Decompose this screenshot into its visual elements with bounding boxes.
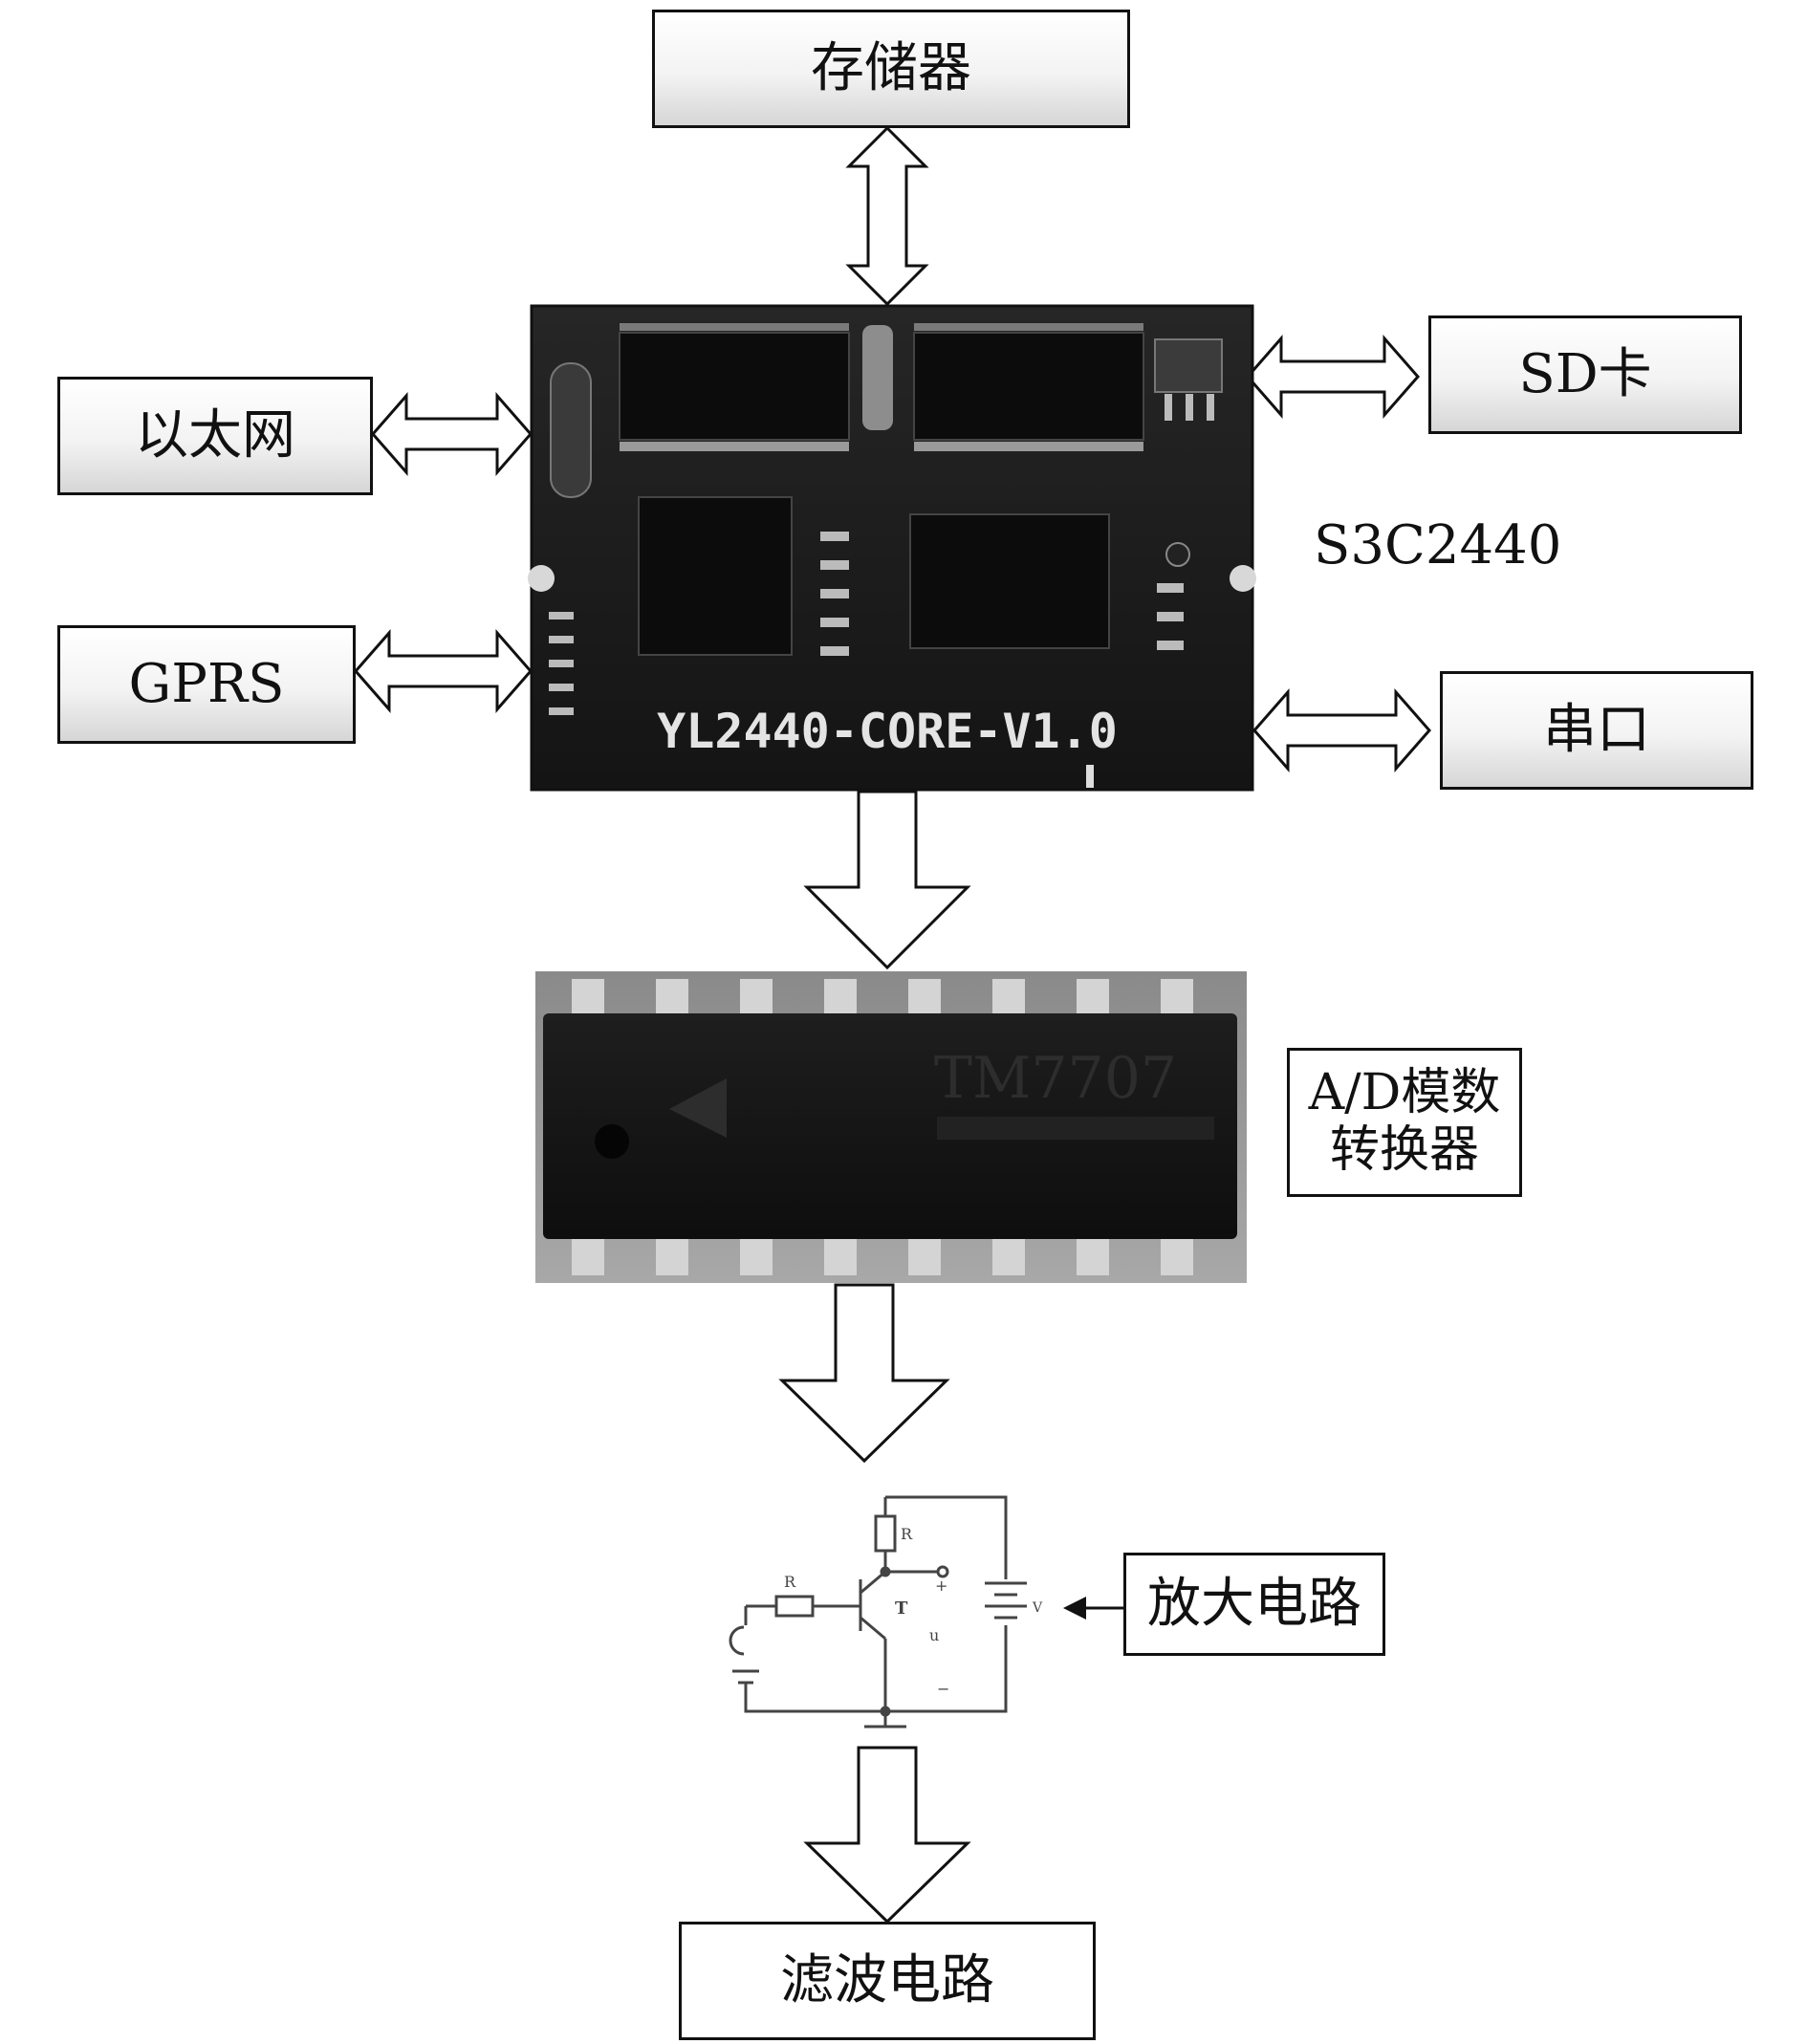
cpu-label: S3C2440 [1314, 514, 1562, 576]
label-rb: R [784, 1573, 796, 1591]
serial-box: 串口 [1440, 671, 1753, 790]
label-out: u [929, 1626, 939, 1644]
arrow-gprs-board [354, 629, 533, 713]
chip-pin-bottom [1077, 1239, 1109, 1275]
label-rc: R [901, 1525, 913, 1543]
gprs-box: GPRS [57, 625, 356, 744]
amplifier-label: 放大电路 [1147, 1572, 1361, 1635]
chip-pin-bottom [572, 1239, 604, 1275]
filter-box: 滤波电路 [679, 1922, 1096, 2040]
label-plus: + [935, 1576, 947, 1595]
chip-pin-top [572, 979, 604, 1013]
chip-pin-top [1161, 979, 1193, 1013]
chip-pin-top [1077, 979, 1109, 1013]
memory-label: 存储器 [811, 36, 971, 99]
chip-pin-top [656, 979, 688, 1013]
chip-marking: TM7707 [934, 1045, 1177, 1112]
core-board-image: YL2440-CORE-V1.0 [528, 304, 1256, 792]
ethernet-box: 以太网 [57, 377, 373, 495]
arrow-amplifier-to-filter [803, 1746, 971, 1924]
chip-pin-bottom [740, 1239, 773, 1275]
pointer-amplifier-head [1063, 1597, 1086, 1620]
chip-pin-bottom [992, 1239, 1025, 1275]
serial-label: 串口 [1543, 698, 1650, 761]
amplifier-box: 放大电路 [1123, 1553, 1385, 1656]
adc-box: A/D模数 转换器 [1287, 1048, 1522, 1197]
ethernet-label: 以太网 [135, 403, 295, 467]
chip-pin-bottom [1161, 1239, 1193, 1275]
adc-label-line2: 转换器 [1329, 1121, 1479, 1179]
board-silkscreen: YL2440-CORE-V1.0 [657, 704, 1118, 759]
label-transistor: T [895, 1598, 908, 1619]
label-minus: − [937, 1680, 949, 1698]
adc-label-line1: A/D模数 [1308, 1064, 1501, 1122]
chip-pin-top [824, 979, 857, 1013]
arrow-ethernet-board [371, 392, 533, 476]
chip-pin-top [992, 979, 1025, 1013]
arrow-memory-board [845, 125, 929, 307]
gprs-label: GPRS [128, 652, 285, 715]
memory-box: 存储器 [652, 10, 1130, 128]
arrow-board-serial [1252, 688, 1431, 772]
sd-card-box: SD卡 [1428, 315, 1742, 434]
chip-pin-bottom [824, 1239, 857, 1275]
filter-label: 滤波电路 [780, 1948, 994, 2011]
chip-pin-top [740, 979, 773, 1013]
sd-card-label: SD卡 [1518, 342, 1652, 405]
chip-pin-bottom [656, 1239, 688, 1275]
arrow-board-sd [1246, 335, 1420, 419]
chip-pin-top [908, 979, 941, 1013]
arrow-adc-to-amplifier [778, 1283, 950, 1464]
chip-pin-bottom [908, 1239, 941, 1275]
adc-chip-image: TM7707 [535, 971, 1247, 1283]
amplifier-circuit [729, 1495, 1027, 1729]
arrow-board-to-adc [803, 790, 971, 970]
label-supply: V [1032, 1600, 1043, 1616]
